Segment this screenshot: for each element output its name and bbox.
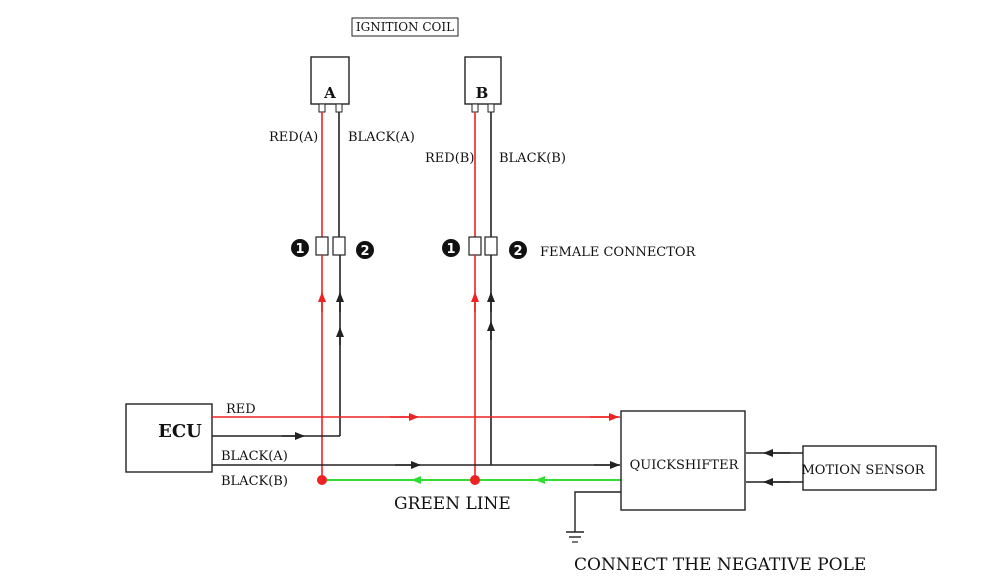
green-line-label: GREEN LINE — [394, 494, 511, 514]
female-connector-label: FEMALE CONNECTOR — [540, 245, 697, 260]
pin1-badge-a — [291, 239, 309, 257]
ignition-coil-b: B — [464, 56, 502, 113]
label-red-b: RED(B) — [425, 151, 474, 166]
ecu-box — [125, 403, 213, 473]
junction-red-a — [317, 475, 327, 485]
ignition-coil-a: A — [310, 56, 350, 113]
motion-sensor-label: MOTION SENSOR — [801, 463, 925, 478]
pin1-number-a: 1 — [295, 242, 304, 257]
quickshifter-label: QUICKSHIFTER — [630, 458, 740, 473]
ground-icon — [566, 531, 584, 543]
motion-sensor-box — [802, 445, 937, 491]
quickshifter-box — [620, 410, 746, 511]
pin2-number-a: 2 — [360, 244, 369, 259]
label-ecu-black-a: BLACK(A) — [221, 449, 288, 464]
label-black-b: BLACK(B) — [499, 151, 566, 166]
label-black-a: BLACK(A) — [348, 130, 415, 145]
pin2-number-b: 2 — [513, 244, 522, 259]
label-ecu-black-b: BLACK(B) — [221, 474, 288, 489]
negative-pole-label: CONNECT THE NEGATIVE POLE — [574, 555, 866, 575]
coil-a-label: A — [323, 84, 336, 102]
ecu-label: ECU — [158, 421, 202, 442]
connector-a: 1 2 — [291, 236, 374, 259]
title-box — [351, 17, 459, 37]
connector-b: 1 2 — [442, 236, 527, 259]
pin2-badge-b — [509, 241, 527, 259]
label-ecu-red: RED — [226, 402, 256, 417]
pin1-number-b: 1 — [446, 242, 455, 257]
diagram-title: IGNITION COIL — [356, 20, 454, 34]
pin1-badge-b — [442, 239, 460, 257]
pin2-badge-a — [356, 241, 374, 259]
label-red-a: RED(A) — [269, 130, 318, 145]
junction-red-b — [470, 475, 480, 485]
coil-b-label: B — [476, 84, 489, 102]
wire-ground — [574, 491, 621, 532]
